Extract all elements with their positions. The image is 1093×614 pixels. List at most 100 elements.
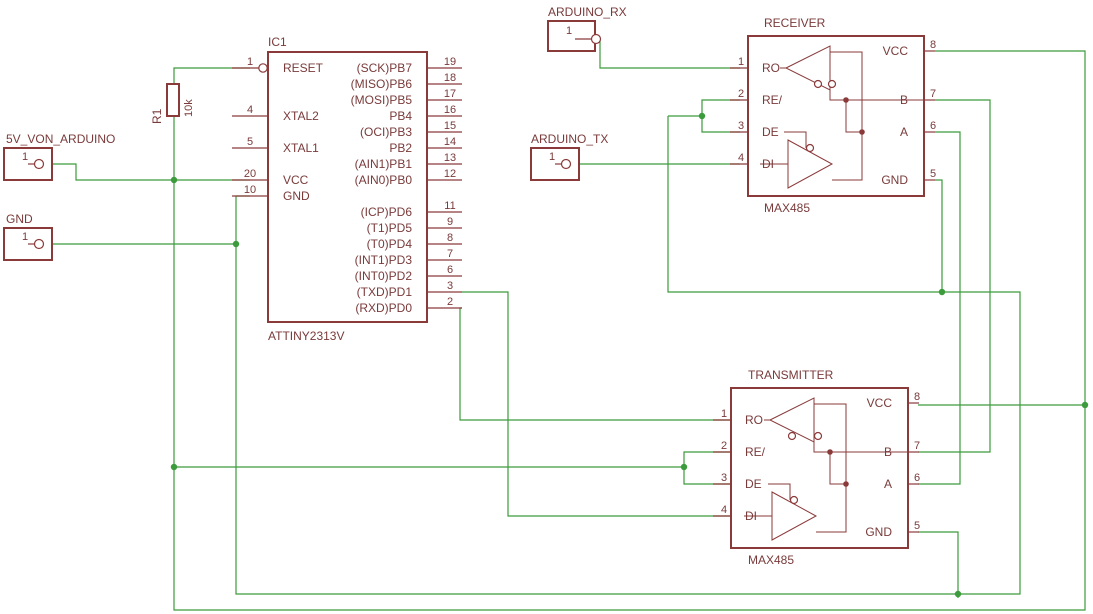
pin[interactable]: 19(SCK)PB7 [357,56,462,75]
pin[interactable]: 7 (INT1)PD3 [355,248,462,267]
pin[interactable]: 12(AIN0)PB0 [355,168,462,187]
pin-label: (ICP)PD6 [361,205,413,219]
pin-number: 12 [444,168,456,180]
component-name: TRANSMITTER [748,368,834,382]
pin[interactable]: 3(TXD)PD1 [357,280,462,299]
pin[interactable]: 8(T0)PD4 [367,232,462,251]
connector-gnd[interactable]: GND 1 [3,212,53,261]
net-rxd [459,307,730,421]
pin[interactable]: 8 VCC [883,39,936,58]
connector-body [530,147,580,181]
pin[interactable]: 11(ICP)PD6 [361,200,462,219]
pin-label: GND [865,525,892,539]
pin-number: 4 [738,152,744,164]
pin-label: (TXD)PD1 [357,285,413,299]
net-vcc-in [52,163,250,181]
pin[interactable]: 13(AIN1)PB1 [355,152,462,171]
pin[interactable]: 1 RO [713,408,763,427]
junction-dot [954,590,962,598]
pin-label: (INT1)PD3 [355,253,413,267]
net-gnd-receiver [935,179,1021,595]
pin[interactable]: 7B [900,88,936,107]
nets [52,39,1089,611]
pin-number: 8 [930,39,936,51]
pin-number: 1 [549,151,555,163]
pin-terminal-icon[interactable] [33,238,45,250]
pin-number: 4 [247,104,253,116]
connector-arduino-rx[interactable]: ARDUINO_RX 1 [547,5,627,52]
pin-terminal-icon[interactable] [560,158,572,170]
pin-label: (T0)PD4 [367,237,413,251]
junction-dot [232,240,240,248]
pin[interactable]: 6A [884,472,920,491]
pin-label: B [900,93,908,107]
pin-number: 1 [738,56,744,68]
pin-label: DE [745,477,762,491]
pin-number: 7 [930,88,936,100]
pin[interactable]: 2(RXD)PD0 [355,296,462,315]
pin-label: RO [745,413,763,427]
net-reset [173,67,250,84]
junction-dot [938,288,946,296]
pin-label: RE/ [762,93,783,107]
ic1-body [267,51,428,323]
pin[interactable]: 15(OCI)PB3 [360,120,462,139]
pin-terminal-icon[interactable] [33,158,45,170]
pin[interactable]: 9(T1)PD5 [367,216,462,235]
component-part: MAX485 [748,553,794,567]
pin-label: DE [762,125,779,139]
pin-number: 7 [447,248,453,260]
pin-number: 1 [721,408,727,420]
connector-name: ARDUINO_RX [548,5,627,19]
pin-terminal-icon[interactable] [590,33,602,45]
pin-label: (MOSI)PB5 [351,93,413,107]
connector-name: 5V_VON_ARDUINO [6,132,115,146]
connector-5v-von-arduino[interactable]: 5V_VON_ARDUINO 1 [3,132,115,181]
net-gnd-receiver-b [667,116,942,293]
pin-number: 18 [444,72,456,84]
pin-label: GND [283,189,310,203]
pin-label: DI [745,509,757,523]
pin-number: 14 [444,136,456,148]
pin-label: A [900,125,908,139]
resistor-r1[interactable]: R1 10k [150,83,195,124]
connector-arduino-tx[interactable]: ARDUINO_TX 1 [530,132,608,181]
pin-number: 6 [930,120,936,132]
pin[interactable]: 6(INT0)PD2 [355,264,462,283]
pin[interactable]: 17(MOSI)PB5 [351,88,462,107]
pin[interactable]: 7B [884,440,920,459]
net-gnd-transmitter [918,531,959,598]
net-transmitter-re-de [174,451,730,485]
pin[interactable]: 6A [900,120,936,139]
pin-label: VCC [883,44,909,58]
junction-dot [680,463,688,471]
net-bus-b [918,99,991,453]
pin-number: 2 [447,296,453,308]
inverted-pin-bubble-icon [258,63,268,73]
pin-number: 20 [244,168,256,180]
pin-number: 19 [444,56,456,68]
pin[interactable]: 18(MISO)PB6 [351,72,462,91]
net-gnd-bus [235,195,958,595]
